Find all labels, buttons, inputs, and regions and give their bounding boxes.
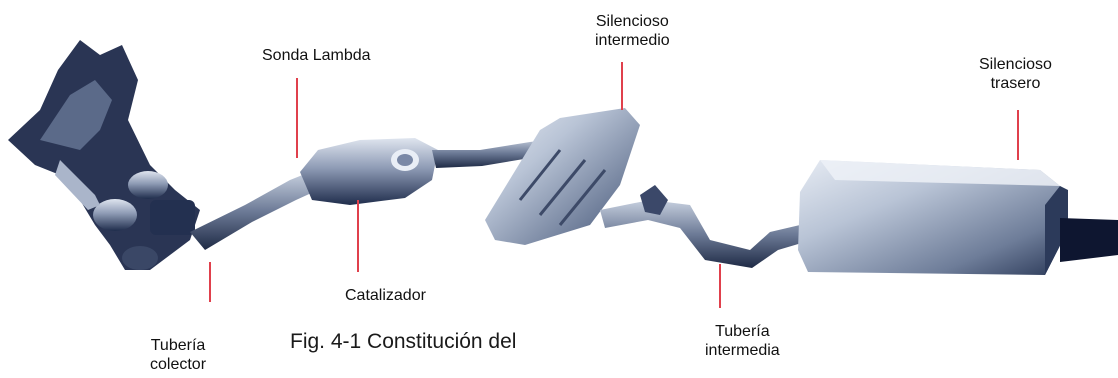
label-tuberia-colector-line1: Tubería [150, 337, 206, 354]
tailpipe [1060, 218, 1118, 262]
label-silencioso-intermedio-line2: intermedio [595, 32, 670, 49]
label-silencioso-trasero-line1: Silencioso [979, 56, 1052, 73]
mid-pipe-1 [432, 138, 563, 168]
exhaust-manifold [8, 40, 200, 270]
catalytic-converter [300, 138, 438, 205]
label-tuberia-colector: Tubería colector [150, 336, 206, 374]
label-tuberia-intermedia-line2: intermedia [705, 342, 780, 359]
intermediate-pipe [600, 200, 805, 268]
label-tuberia-intermedia: Tubería intermedia [705, 322, 780, 360]
label-tuberia-intermedia-line1: Tubería [715, 323, 770, 340]
label-sonda-lambda: Sonda Lambda [262, 46, 371, 65]
label-sonda-lambda-text: Sonda Lambda [262, 47, 371, 64]
front-pipe [190, 172, 318, 250]
label-silencioso-trasero: Silencioso trasero [979, 55, 1052, 93]
leader-lines [209, 62, 1019, 308]
label-catalizador: Catalizador [345, 286, 426, 305]
label-silencioso-trasero-line2: trasero [990, 75, 1041, 92]
label-silencioso-intermedio: Silencioso intermedio [595, 12, 670, 50]
rear-silencer [798, 160, 1118, 275]
figure-caption: Fig. 4-1 Constitución del [290, 330, 517, 353]
label-catalizador-text: Catalizador [345, 287, 426, 304]
label-tuberia-colector-line2: colector [150, 356, 207, 373]
middle-silencer [485, 108, 640, 245]
label-silencioso-intermedio-line1: Silencioso [595, 13, 669, 30]
